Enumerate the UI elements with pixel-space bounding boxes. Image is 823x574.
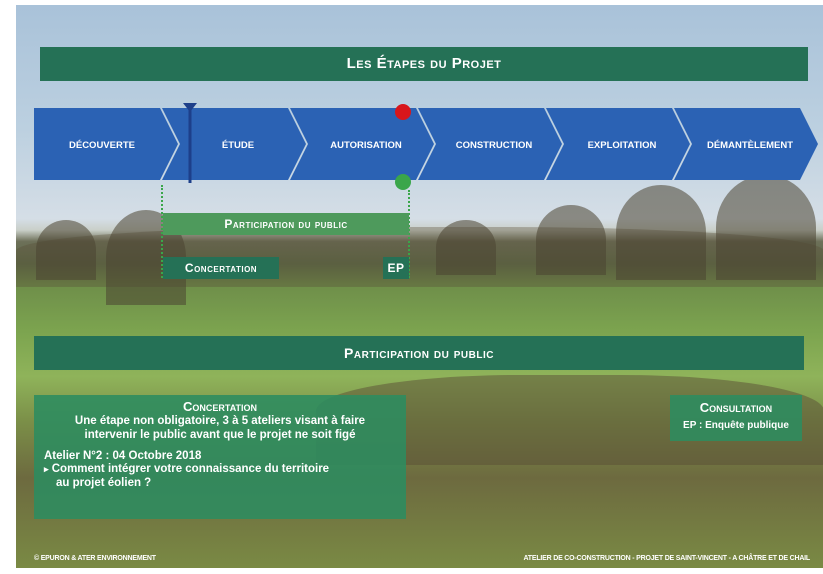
ep-small-label: EP [383, 257, 409, 279]
bullet-arrow-icon: ▸ [44, 464, 49, 474]
concertation-small-label: Concertation [163, 257, 279, 279]
footer-left: © EPURON & ATER ENVIRONNEMENT [34, 555, 156, 562]
step-arrow-2 [162, 108, 306, 180]
step-arrow-3 [290, 108, 434, 180]
participation-banner: Participation du public [34, 336, 804, 370]
ep-small-text: EP [387, 261, 405, 275]
participation-banner-title: Participation du public [344, 345, 494, 361]
step-arrow-1 [34, 108, 178, 180]
consultation-panel-title: Consultation [699, 400, 773, 415]
green-marker [395, 174, 411, 190]
step-label-1: DÉCOUVERTE [69, 140, 135, 151]
step-label-2: ÉTUDE [222, 140, 254, 151]
concertation-panel-title: Concertation [182, 399, 258, 414]
slide: Les Étapes du Projet DÉCOUVERTE ÉTUDE AUTO… [16, 5, 823, 568]
step-label-5: EXPLOITATION [588, 140, 657, 151]
step-arrow-4 [418, 108, 562, 180]
participation-small-banner: Participation du public [163, 213, 409, 235]
question-text-line1: Comment intégrer votre connaissance du t… [51, 463, 330, 475]
participation-small-title: Participation du public [224, 217, 348, 231]
project-steps: DÉCOUVERTE ÉTUDE AUTORISATION CONSTRUCTION E… [34, 103, 818, 190]
step-arrow-6 [674, 108, 818, 180]
question-line2: au projet éolien ? [56, 477, 152, 489]
footer-right: ATELIER DE CO-CONSTRUCTION - PROJET DE S… [523, 555, 810, 562]
concertation-guide-line [161, 185, 163, 278]
red-marker [395, 104, 411, 120]
consultation-ep: EP : Enquête publique [683, 420, 789, 431]
concertation-description-line2: intervenir le public avant que le projet… [84, 429, 356, 441]
study-marker-line [188, 105, 192, 183]
consultation-panel: Consultation EP : Enquête publique [670, 395, 802, 441]
concertation-panel: Concertation Une étape non obligatoire, … [34, 395, 406, 519]
question-line1: ▸ Comment intégrer votre connaissance du… [44, 462, 406, 476]
step-label-4: CONSTRUCTION [456, 140, 533, 151]
step-label-6: DÉMANTÈLEMENT [707, 140, 793, 151]
ep-guide-line [408, 190, 410, 278]
step-label-3: AUTORISATION [330, 140, 402, 151]
page-title: Les Étapes du Projet [40, 47, 808, 81]
atelier-date: Atelier N°2 : 04 Octobre 2018 [44, 450, 202, 462]
step-arrow-5 [546, 108, 690, 180]
concertation-small-text: Concertation [184, 261, 258, 275]
page-title-text: Les Étapes du Projet [346, 55, 502, 72]
concertation-description-line1: Une étape non obligatoire, 3 à 5 atelier… [74, 415, 366, 427]
